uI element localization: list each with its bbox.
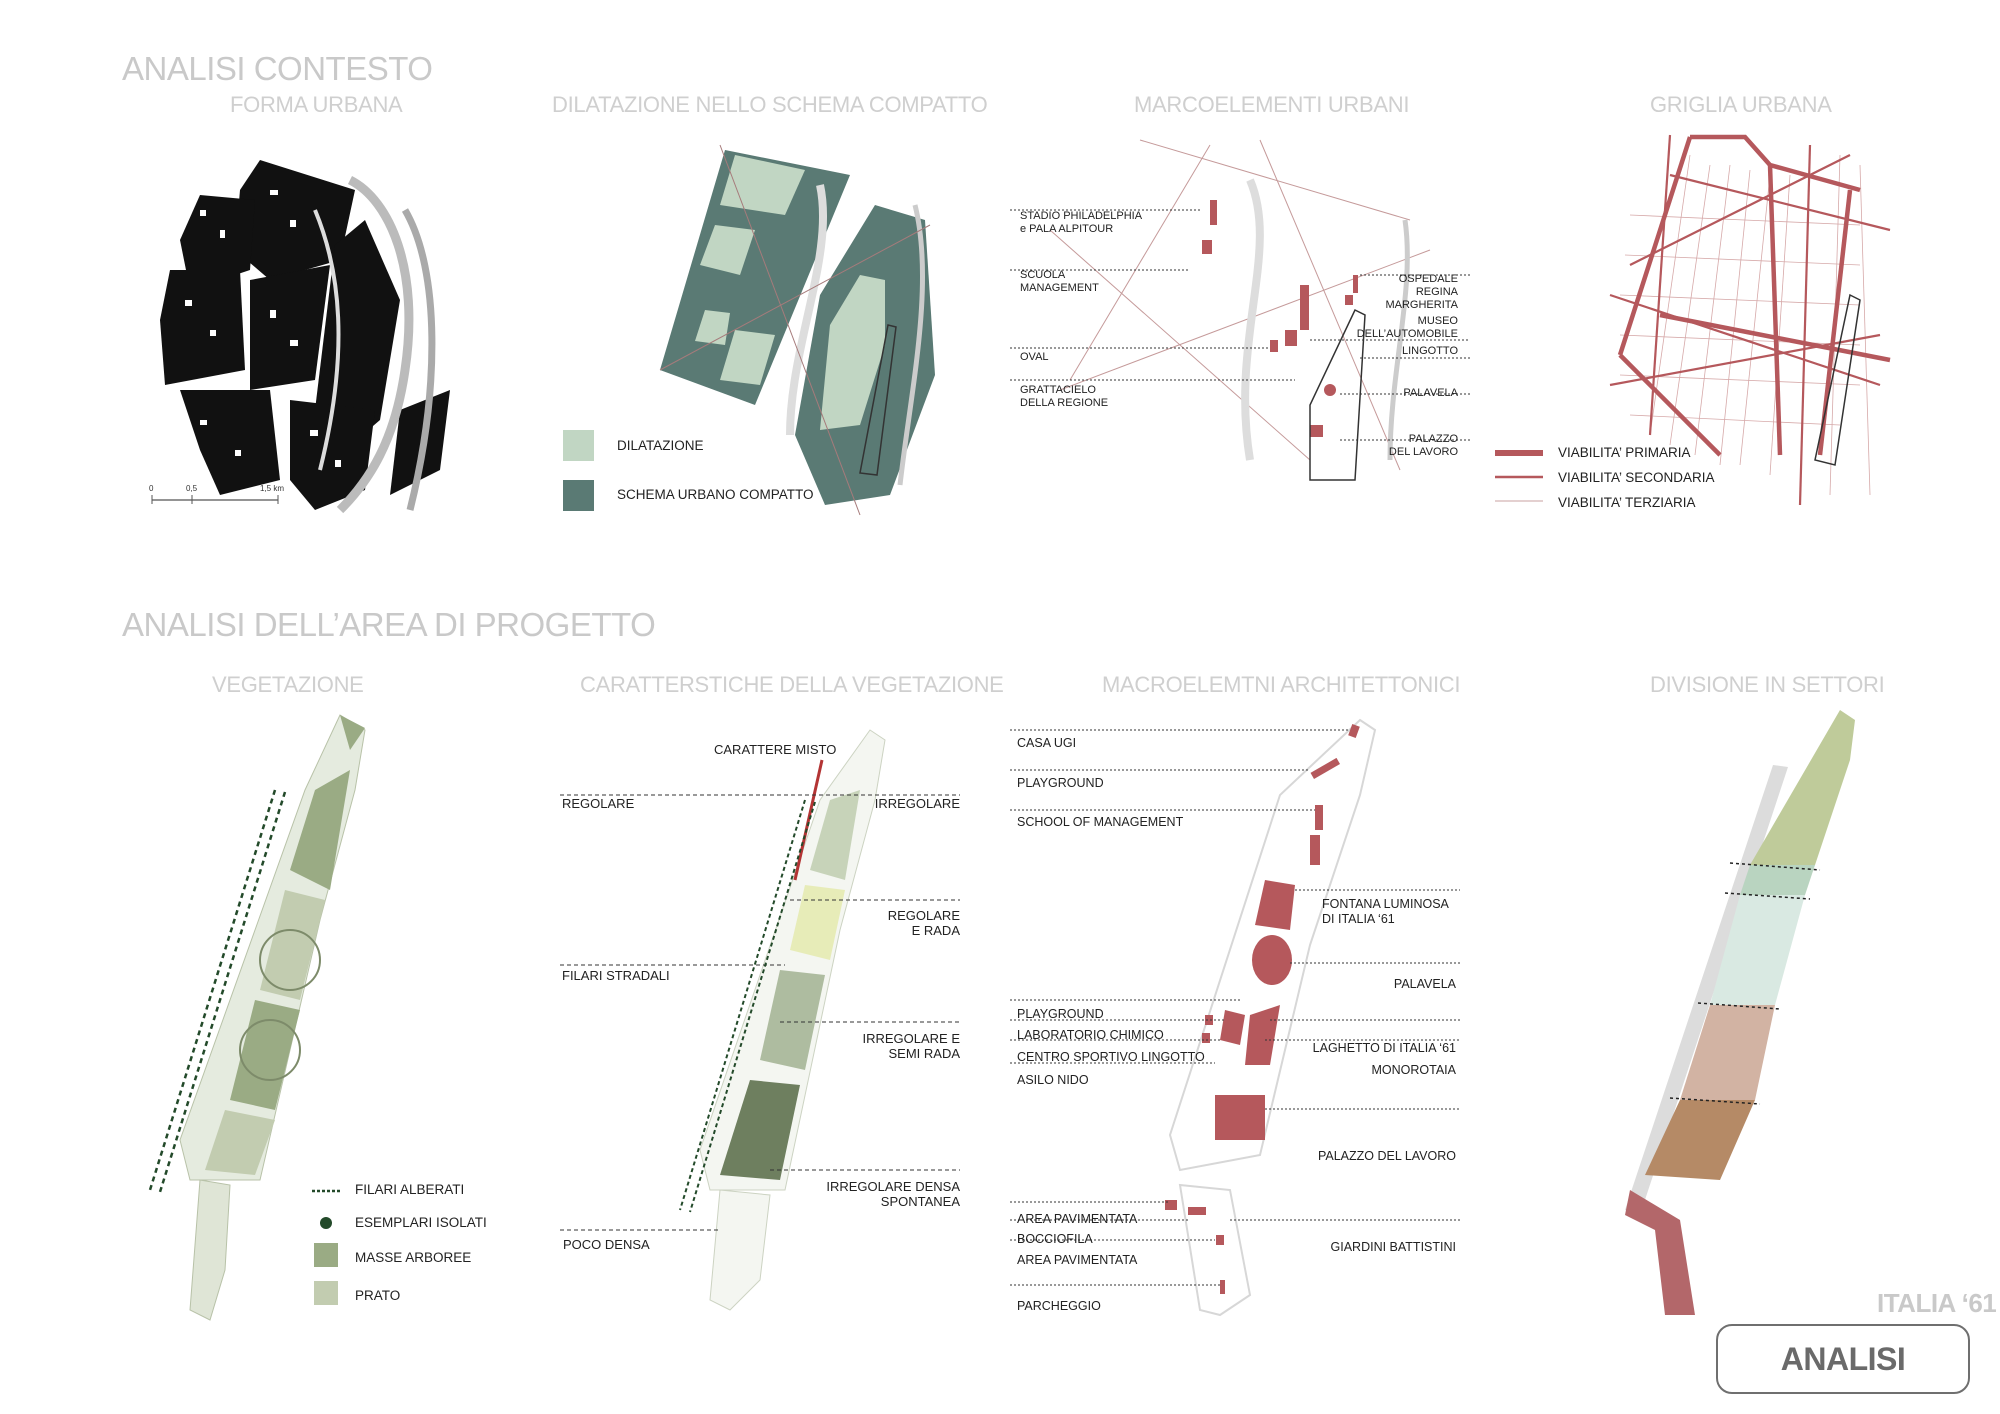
macroelementi-map (1010, 139, 1470, 481)
label-area-pav-1: AREA PAVIMENTATA (1017, 1212, 1138, 1226)
label-grattacielo-2: DELLA REGIONE (1020, 397, 1109, 409)
label-area-pav-2: AREA PAVIMENTATA (1017, 1253, 1138, 1267)
panel-title-architettonici: MACROELEMTNI ARCHITETTONICI (1102, 672, 1461, 697)
label-poco-densa: POCO DENSA (563, 1237, 650, 1252)
label-regolare-rada-1: REGOLARE (887, 908, 960, 923)
label-palazzo-2: DEL LAVORO (1388, 446, 1458, 458)
label-grattacielo-1: GRATTACIELO (1020, 384, 1096, 396)
section-title-project: ANALISI DELL’AREA DI PROGETTO (122, 606, 656, 643)
panel-title-forma-urbana: FORMA URBANA (230, 92, 403, 117)
label-palazzo-1: PALAZZO (1408, 433, 1458, 445)
griglia-legend-lines (1495, 450, 1543, 502)
legend-dilatazione-swatch (563, 430, 594, 461)
label-laboratorio: LABORATORIO CHIMICO (1017, 1028, 1164, 1042)
scale-bar (151, 495, 279, 504)
label-ospedale-1: OSPEDALE (1398, 273, 1458, 285)
label-carattere-misto: CARATTERE MISTO (714, 742, 837, 757)
label-playground-1: PLAYGROUND (1017, 776, 1104, 790)
label-ospedale-3: MARGHERITA (1385, 299, 1458, 311)
label-centro-sportivo: CENTRO SPORTIVO LINGOTTO (1017, 1050, 1205, 1064)
panel-title-caratteristiche: CARATTERSTICHE DELLA VEGETAZIONE (580, 672, 1004, 697)
label-fontana-1: FONTANA LUMINOSA (1322, 897, 1449, 911)
legend-schema-label: SCHEMA URBANO COMPATTO (617, 487, 814, 502)
label-museo-1: MUSEO (1417, 315, 1458, 327)
legend-masse-swatch (314, 1243, 338, 1267)
label-irregolare-densa-1: IRREGOLARE DENSA (826, 1179, 960, 1194)
legend-dilatazione-label: DILATAZIONE (617, 438, 704, 453)
label-irregolare-1: IRREGOLARE (874, 796, 960, 811)
legend-secondaria: VIABILITA’ SECONDARIA (1558, 470, 1715, 485)
forma-urbana-map (160, 160, 450, 514)
analisi-button[interactable]: ANALISI (1716, 1324, 1970, 1394)
label-irregolare-semi-2: SEMI RADA (888, 1046, 960, 1061)
label-bocciofila: BOCCIOFILA (1017, 1232, 1093, 1246)
legend-prato-swatch (314, 1281, 338, 1305)
legend-esemplari-label: ESEMPLARI ISOLATI (355, 1215, 487, 1230)
label-ospedale-2: REGINA (1415, 286, 1458, 298)
legend-masse-label: MASSE ARBOREE (355, 1250, 472, 1265)
settori-map (1625, 710, 1855, 1315)
label-palavela: PALAVELA (1403, 387, 1458, 399)
brand-italia-61: ITALIA ‘61 (1877, 1288, 1997, 1318)
label-scuola-1: SCUOLA (1020, 269, 1066, 281)
label-irregolare-densa-2: SPONTANEA (880, 1194, 960, 1209)
scale-label-05: 0,5 (186, 484, 198, 493)
label-filari-stradali: FILARI STRADALI (562, 968, 670, 983)
legend-schema-swatch (563, 480, 594, 511)
legend-esemplari-dot (320, 1217, 332, 1229)
label-fontana-2: DI ITALIA ‘61 (1322, 912, 1395, 926)
label-laghetto: LAGHETTO DI ITALIA ‘61 (1312, 1041, 1456, 1055)
panel-title-settori: DIVISIONE IN SETTORI (1650, 672, 1885, 697)
caratteristiche-map (560, 729, 960, 1311)
label-giardini: GIARDINI BATTISTINI (1330, 1240, 1456, 1254)
dilatazione-map (659, 144, 935, 516)
section-title-context: ANALISI CONTESTO (122, 50, 433, 87)
label-irregolare-semi-1: IRREGOLARE E (862, 1031, 960, 1046)
legend-filari-label: FILARI ALBERATI (355, 1182, 465, 1197)
label-palazzo-lavoro: PALAZZO DEL LAVORO (1317, 1149, 1456, 1163)
panel-title-dilatazione: DILATAZIONE NELLO SCHEMA COMPATTO (552, 92, 988, 117)
label-scuola-2: MANAGEMENT (1020, 282, 1099, 294)
vegetazione-map (148, 714, 366, 1321)
label-asilo-nido: ASILO NIDO (1017, 1073, 1089, 1087)
label-parcheggio: PARCHEGGIO (1017, 1299, 1101, 1313)
label-casa-ugi: CASA UGI (1017, 736, 1077, 750)
scale-label-15: 1,5 km (260, 484, 285, 493)
label-school-management: SCHOOL OF MANAGEMENT (1017, 815, 1184, 829)
architettonici-map (1010, 718, 1460, 1317)
label-regolare-rada-2: E RADA (911, 923, 960, 938)
legend-terziaria: VIABILITA’ TERZIARIA (1558, 495, 1696, 510)
label-oval: OVAL (1020, 351, 1049, 363)
panel-title-griglia: GRIGLIA URBANA (1650, 92, 1832, 117)
label-museo-2: DELL’AUTOMOBILE (1356, 328, 1458, 340)
label-palavela-2: PALAVELA (1393, 977, 1456, 991)
panel-title-macroelementi: MARCOELEMENTI URBANI (1134, 92, 1410, 117)
legend-primaria: VIABILITA’ PRIMARIA (1558, 445, 1691, 460)
label-stadio-1: STADIO PHILADELPHIA (1020, 210, 1143, 222)
griglia-map (1609, 134, 1891, 506)
label-regolare-1: REGOLARE (562, 796, 635, 811)
analisi-button-label: ANALISI (1780, 1340, 1906, 1377)
legend-filari-line (312, 1189, 340, 1193)
label-lingotto: LINGOTTO (1401, 345, 1458, 357)
label-stadio-2: e PALA ALPITOUR (1020, 223, 1114, 235)
scale-label-0: 0 (149, 484, 154, 493)
label-monorotaia: MONOROTAIA (1371, 1063, 1457, 1077)
legend-prato-label: PRATO (355, 1288, 401, 1303)
panel-title-vegetazione: VEGETAZIONE (212, 672, 364, 697)
label-playground-2: PLAYGROUND (1017, 1007, 1104, 1021)
